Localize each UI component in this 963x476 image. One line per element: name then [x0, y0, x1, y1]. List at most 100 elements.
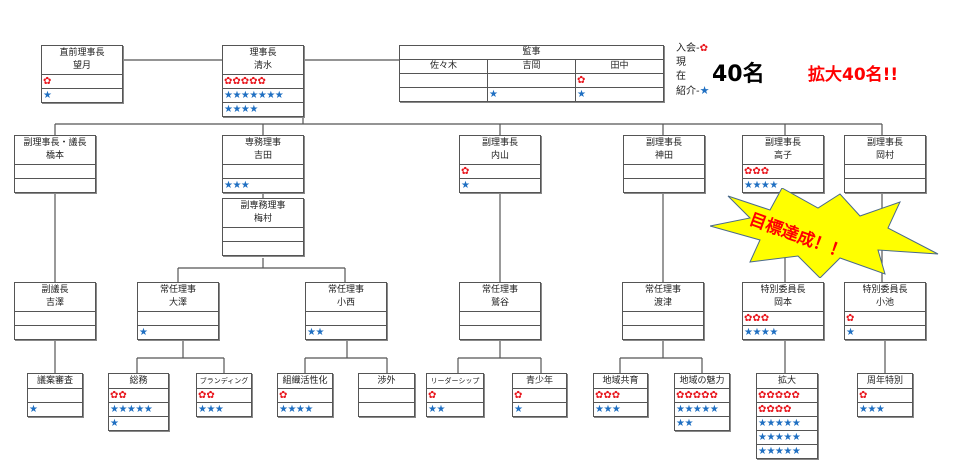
node-exec-yoshida[interactable]: 専務理事 吉田 ★★★ [222, 135, 304, 193]
node-chair[interactable]: 理事長 清水 ✿✿✿✿✿ ★★★★★★★ ★★★★ [222, 45, 304, 117]
node-auditors[interactable]: 監事 佐々木 吉岡 ★ 田中 ✿ ★ [399, 45, 664, 102]
committee-review[interactable]: 議案審査 ★ [27, 373, 83, 417]
committee-youth[interactable]: 青少年 ✿ ★ [512, 373, 567, 417]
committee-expansion[interactable]: 拡大 ✿✿✿✿✿ ✿✿✿✿ ★★★★★ ★★★★★ ★★★★★ [756, 373, 818, 459]
node-name: 小池 [875, 298, 894, 308]
auditor-name: 佐々木 [400, 60, 487, 74]
node-title: 常任理事 [327, 285, 364, 295]
flower-icon-row: ✿✿ [109, 389, 168, 403]
node-title: 副議長 [41, 285, 69, 295]
flower-icon-row: ✿ [576, 74, 663, 88]
flower-icon-row [223, 165, 303, 179]
auditor-member[interactable]: 田中 ✿ ★ [576, 60, 663, 102]
node-header: 直前理事長 望月 [42, 46, 122, 75]
node-name: 清水 [253, 61, 272, 71]
flower-icon-row: ✿ [278, 389, 332, 403]
node-vice-takako[interactable]: 副理事長 高子 ✿✿✿ ★★★★ [742, 135, 824, 193]
star-icon-row: ★★ [428, 404, 445, 415]
node-special-okamoto[interactable]: 特別委員長 岡本 ✿✿✿ ★★★★ [742, 282, 824, 340]
flower-icon-row: ✿ [42, 75, 122, 89]
committee-regional-appeal[interactable]: 地域の魅力 ✿✿✿✿✿ ★★★★★ ★★ [674, 373, 730, 431]
flower-icon-row [223, 228, 303, 242]
legend-referral: 紹介-★ [676, 84, 710, 99]
flower-icon-row [15, 312, 95, 326]
committee-anniversary[interactable]: 周年特別 ✿ ★★★ [857, 373, 913, 417]
node-title: 副理事長・議長 [23, 138, 87, 148]
flower-icon-row [306, 312, 386, 326]
flower-icon-row [488, 74, 575, 88]
auditors-title: 監事 [400, 46, 663, 60]
flower-icon-row: ✿✿✿✿✿ [675, 389, 729, 403]
node-name: 吉澤 [45, 298, 64, 308]
star-icon-row: ★★★★ [279, 404, 313, 415]
star-icon-row: ★★★★★ [757, 417, 817, 431]
node-header: 常任理事 大澤 [138, 283, 218, 312]
node-standing-konishi[interactable]: 常任理事 小西 ★★ [305, 282, 387, 340]
star-icon-row [15, 179, 95, 192]
flower-icon-row [400, 74, 487, 88]
node-vice-okamura[interactable]: 副理事長 岡村 [844, 135, 926, 193]
star-icon-row: ★★★ [595, 404, 621, 415]
legend: 入会-✿ 現 在 紹介-★ [676, 42, 710, 99]
committee-external-relations[interactable]: 渉外 [358, 373, 415, 417]
committee-leadership[interactable]: リーダーシップ ✿ ★★ [426, 373, 484, 417]
legend-current-1: 現 [676, 57, 686, 68]
star-icon-row [359, 403, 414, 416]
node-name: 高子 [773, 151, 792, 161]
node-title: 特別委員長 [760, 285, 806, 295]
flower-icon-row [845, 165, 925, 179]
star-icon-row: ★★★★★ [675, 403, 729, 417]
burst-shape [710, 188, 939, 278]
committee-title: 組織活性化 [278, 374, 332, 389]
node-title: 直前理事長 [59, 48, 105, 58]
committee-general-affairs[interactable]: 総務 ✿✿ ★★★★★ ★ [108, 373, 169, 431]
star-icon-row [460, 326, 540, 339]
node-vice-kanda[interactable]: 副理事長 神田 [623, 135, 705, 193]
flower-icon-row: ✿✿✿✿ [757, 403, 817, 417]
auditor-member[interactable]: 佐々木 [400, 60, 488, 102]
legend-join-label: 入会- [676, 43, 700, 54]
star-icon: ★ [699, 84, 710, 97]
legend-current-2: 在 [676, 71, 686, 82]
node-special-koike[interactable]: 特別委員長 小池 ✿ ★ [844, 282, 926, 340]
star-icon-row [223, 242, 303, 255]
committee-title: 総務 [109, 374, 168, 389]
auditor-member[interactable]: 吉岡 ★ [488, 60, 576, 102]
node-deputy-yoshizawa[interactable]: 副議長 吉澤 [14, 282, 96, 340]
star-icon-row: ★★★★★ [757, 431, 817, 445]
star-icon-row: ★ [43, 90, 52, 101]
node-name: 鷲谷 [490, 298, 509, 308]
node-title: 副理事長 [866, 138, 903, 148]
node-header: 特別委員長 小池 [845, 283, 925, 312]
node-name: 岡本 [773, 298, 792, 308]
committee-title: 青少年 [513, 374, 566, 389]
node-header: 副議長 吉澤 [15, 283, 95, 312]
node-standing-washitani[interactable]: 常任理事 鷲谷 [459, 282, 541, 340]
node-standing-osawa[interactable]: 常任理事 大澤 ★ [137, 282, 219, 340]
node-header: 副理事長 神田 [624, 136, 704, 165]
star-icon-row: ★ [139, 327, 148, 338]
node-name: 大澤 [168, 298, 187, 308]
node-prev-chair[interactable]: 直前理事長 望月 ✿ ★ [41, 45, 123, 103]
committee-branding[interactable]: ブランディング ✿✿ ★★★ [196, 373, 252, 417]
star-icon-row: ★ [110, 418, 119, 429]
node-name: 渡津 [653, 298, 672, 308]
flower-icon-row [138, 312, 218, 326]
flower-icon-row: ✿✿✿ [743, 165, 823, 179]
node-vice-uchiyama[interactable]: 副理事長 内山 ✿ ★ [459, 135, 541, 193]
flower-icon-row: ✿ [513, 389, 566, 403]
node-standing-watanabe[interactable]: 常任理事 渡津 [622, 282, 704, 340]
node-title: 理事長 [249, 48, 277, 58]
node-name: 梅村 [253, 214, 272, 224]
flower-icon-row: ✿ [845, 312, 925, 326]
flower-icon-row: ✿✿✿ [594, 389, 647, 403]
star-icon-row [623, 326, 703, 339]
node-vice-hashimoto[interactable]: 副理事長・議長 橋本 [14, 135, 96, 193]
node-vice-exec-umemura[interactable]: 副専務理事 梅村 [222, 198, 304, 256]
star-icon-row: ★★★★ [744, 180, 778, 191]
committee-community-education[interactable]: 地域共育 ✿✿✿ ★★★ [593, 373, 648, 417]
node-header: 副理事長・議長 橋本 [15, 136, 95, 165]
committee-org-activation[interactable]: 組織活性化 ✿ ★★★★ [277, 373, 333, 417]
node-header: 副理事長 内山 [460, 136, 540, 165]
